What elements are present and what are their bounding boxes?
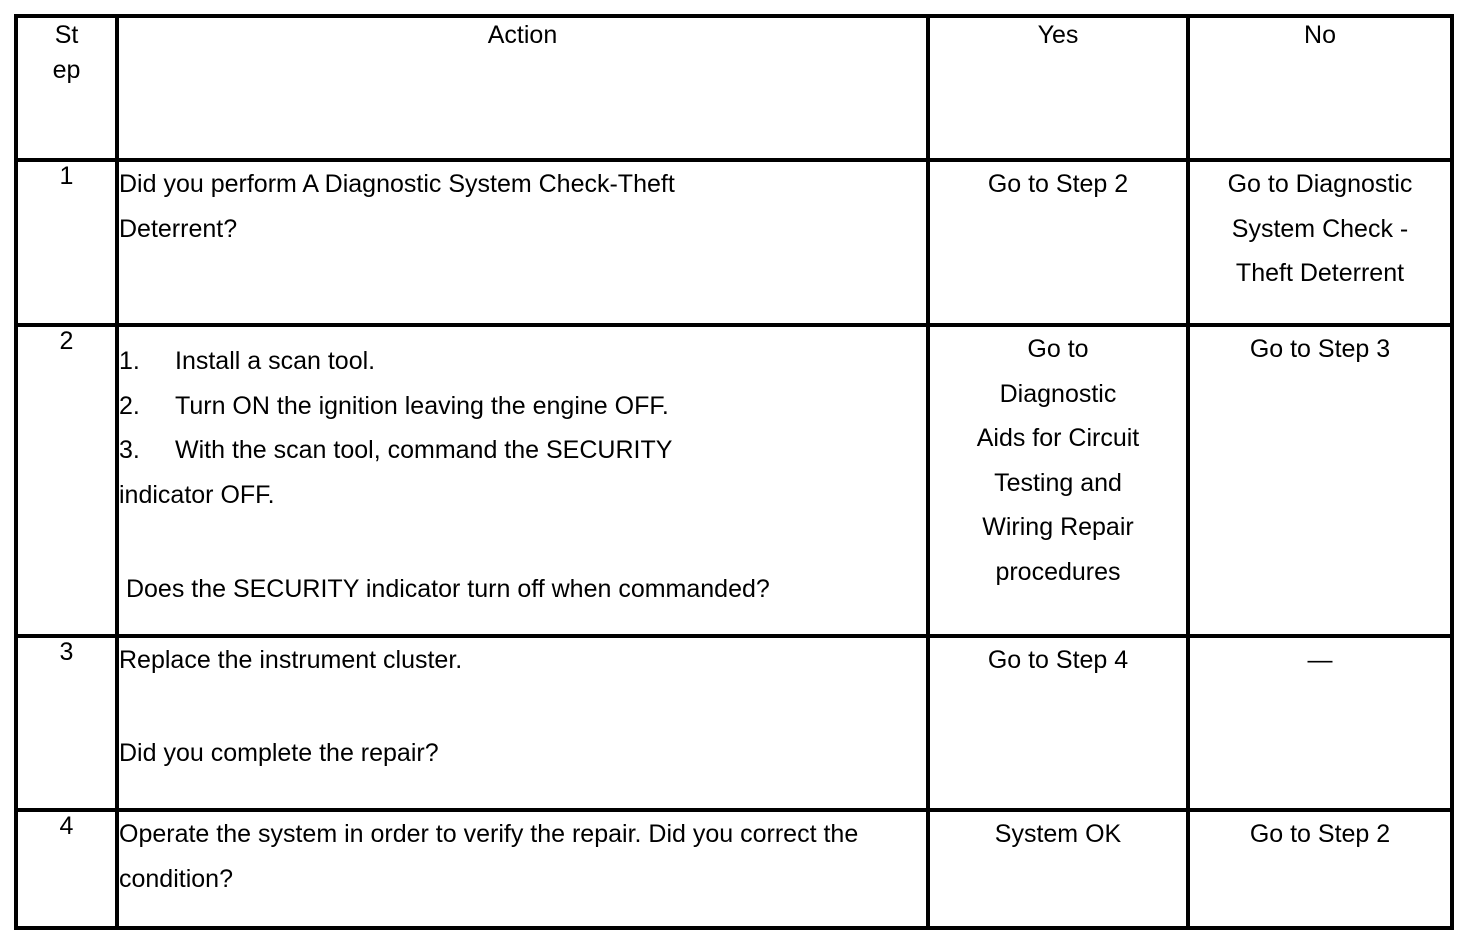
step-number: 2 xyxy=(14,323,119,638)
column-header-no: No xyxy=(1186,14,1454,162)
action-cell: 1. Install a scan tool. 2. Turn ON the i… xyxy=(115,323,930,638)
list-item: 1. Install a scan tool. xyxy=(119,339,926,384)
action-question-text: Did you complete the repair? xyxy=(119,738,439,767)
yes-text-line: Go to xyxy=(1027,335,1089,363)
column-header-action: Action xyxy=(115,14,930,162)
no-text-line: Go to Diagnostic xyxy=(1227,170,1413,198)
action-text: Did you perform A Diagnostic System Chec… xyxy=(119,170,675,243)
list-item: 3. With the scan tool, command the SECUR… xyxy=(119,428,926,473)
no-text-line: — xyxy=(1307,646,1333,674)
yes-text-line: Go to Step 2 xyxy=(987,170,1129,198)
table-row: 4 Operate the system in order to verify … xyxy=(14,808,1454,930)
no-text-line: System Check - xyxy=(1231,214,1409,243)
action-text: Replace the instrument cluster. xyxy=(119,646,463,674)
list-continuation-text: indicator OFF. xyxy=(119,480,275,509)
list-item-text: With the scan tool, command the SECURITY xyxy=(175,436,673,464)
action-cell: Did you perform A Diagnostic System Chec… xyxy=(115,158,930,327)
yes-text-line: procedures xyxy=(995,557,1121,586)
no-cell: Go to Step 2 xyxy=(1186,808,1454,930)
table-header-row: St ep Action Yes No xyxy=(14,14,1454,162)
step-number: 1 xyxy=(14,158,119,327)
action-numbered-list: 1. Install a scan tool. 2. Turn ON the i… xyxy=(119,339,926,473)
column-header-step: St ep xyxy=(14,14,119,162)
yes-cell: System OK xyxy=(926,808,1190,930)
list-item-number: 3. xyxy=(119,436,140,464)
no-text-line: Theft Deterrent xyxy=(1235,259,1405,287)
yes-text-line: System OK xyxy=(994,820,1122,848)
column-header-step-line1: St xyxy=(54,21,79,49)
yes-text-line: Diagnostic xyxy=(999,379,1117,408)
yes-text-line: Aids for Circuit xyxy=(976,424,1140,452)
list-item-text: Turn ON the ignition leaving the engine … xyxy=(175,391,669,420)
table-row: 3 Replace the instrument cluster. Did yo… xyxy=(14,634,1454,812)
list-item-number: 2. xyxy=(119,391,140,420)
yes-cell: Go to Step 2 xyxy=(926,158,1190,327)
action-cell: Replace the instrument cluster. Did you … xyxy=(115,634,930,812)
list-item: 2. Turn ON the ignition leaving the engi… xyxy=(119,384,926,429)
list-item-text: Install a scan tool. xyxy=(175,347,376,375)
action-question-text: Does the SECURITY indicator turn off whe… xyxy=(119,575,770,603)
column-header-yes: Yes xyxy=(926,14,1190,162)
no-cell: Go to Diagnostic System Check - Theft De… xyxy=(1186,158,1454,327)
yes-cell: Go to Step 4 xyxy=(926,634,1190,812)
table-row: 2 1. Install a scan tool. 2. Turn ON the… xyxy=(14,323,1454,638)
diagnostic-steps-table: St ep Action Yes No 1 Did you perform A … xyxy=(14,14,1454,930)
column-header-step-line2: ep xyxy=(52,55,81,84)
yes-text-line: Go to Step 4 xyxy=(987,646,1129,674)
list-item-number: 1. xyxy=(119,347,140,375)
action-cell: Operate the system in order to verify th… xyxy=(115,808,930,930)
no-cell: Go to Step 3 xyxy=(1186,323,1454,638)
yes-text-line: Testing and xyxy=(994,468,1122,497)
action-text: Operate the system in order to verify th… xyxy=(119,820,859,893)
yes-cell: Go to Diagnostic Aids for Circuit Testin… xyxy=(926,323,1190,638)
spacer xyxy=(119,517,926,567)
step-number: 3 xyxy=(14,634,119,812)
no-cell: — xyxy=(1186,634,1454,812)
table-row: 1 Did you perform A Diagnostic System Ch… xyxy=(14,158,1454,327)
yes-text-line: Wiring Repair xyxy=(982,513,1134,541)
spacer xyxy=(119,683,926,731)
step-number: 4 xyxy=(14,808,119,930)
no-text-line: Go to Step 3 xyxy=(1249,335,1391,363)
no-text-line: Go to Step 2 xyxy=(1249,820,1391,848)
